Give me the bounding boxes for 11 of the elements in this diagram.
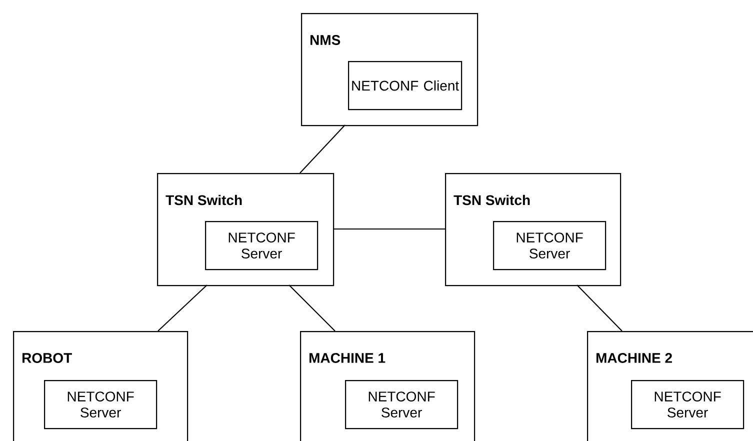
component-box: NETCONF Server [345, 380, 458, 430]
component-box: NETCONF Server [205, 221, 318, 270]
component-box: NETCONF Server [44, 380, 158, 430]
component-box: NETCONF Server [631, 380, 744, 430]
component-box: NETCONF Client [348, 61, 462, 110]
connector-line [333, 228, 445, 230]
connector-line [300, 124, 346, 174]
connector-line [288, 284, 336, 332]
connector-line [158, 284, 208, 332]
connector-line [576, 284, 622, 332]
component-box: NETCONF Server [493, 221, 606, 270]
